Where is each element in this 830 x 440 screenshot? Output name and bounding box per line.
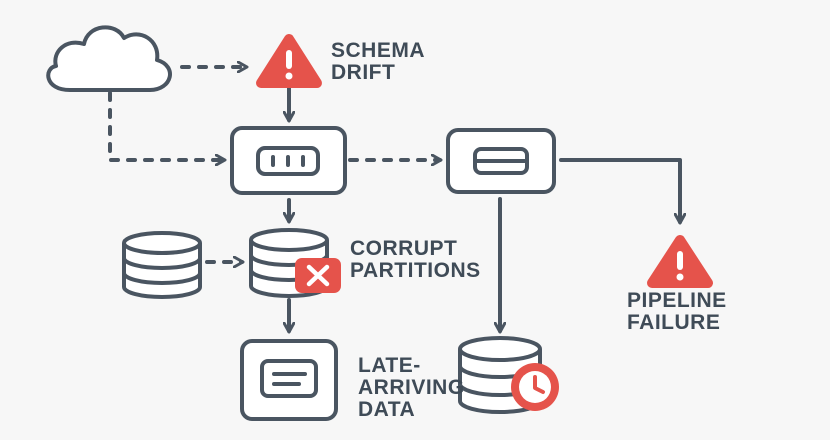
pipeline-failure-label-line-2: FAILURE xyxy=(627,311,721,334)
late-arriving-data-label-line-1: LATE- xyxy=(358,354,421,377)
late-arriving-data-label-line-3: DATA xyxy=(358,398,416,421)
pipeline-failure-label-line-1: PIPELINE xyxy=(627,289,727,312)
document-icon xyxy=(240,339,338,421)
corrupt-partitions-label-line-2: PARTITIONS xyxy=(350,259,481,282)
processor-node-icon xyxy=(230,126,347,195)
late-arriving-data-label: LATE- ARRIVING DATA xyxy=(358,355,465,421)
pipeline-failure-warning-icon xyxy=(647,235,713,288)
arrow-transformer-to-pipeline-failure xyxy=(559,158,680,222)
schema-drift-label-line-2: DRIFT xyxy=(331,61,396,84)
arrow-cloud-to-processor xyxy=(108,91,224,160)
schema-drift-warning-icon xyxy=(256,34,322,88)
cloud-icon xyxy=(46,25,172,92)
late-arriving-data-label-line-2: ARRIVING xyxy=(358,376,465,399)
clock-icon xyxy=(511,363,559,411)
schema-drift-label: SCHEMA DRIFT xyxy=(331,40,425,84)
error-x-icon xyxy=(295,258,341,293)
transformer-node-icon xyxy=(446,128,556,194)
corrupt-partitions-label-line-1: CORRUPT xyxy=(350,237,458,260)
pipeline-failure-label: PIPELINE FAILURE xyxy=(627,290,727,334)
source-database-icon xyxy=(122,231,202,299)
corrupt-partitions-label: CORRUPT PARTITIONS xyxy=(350,238,481,282)
schema-drift-label-line-1: SCHEMA xyxy=(331,39,426,62)
